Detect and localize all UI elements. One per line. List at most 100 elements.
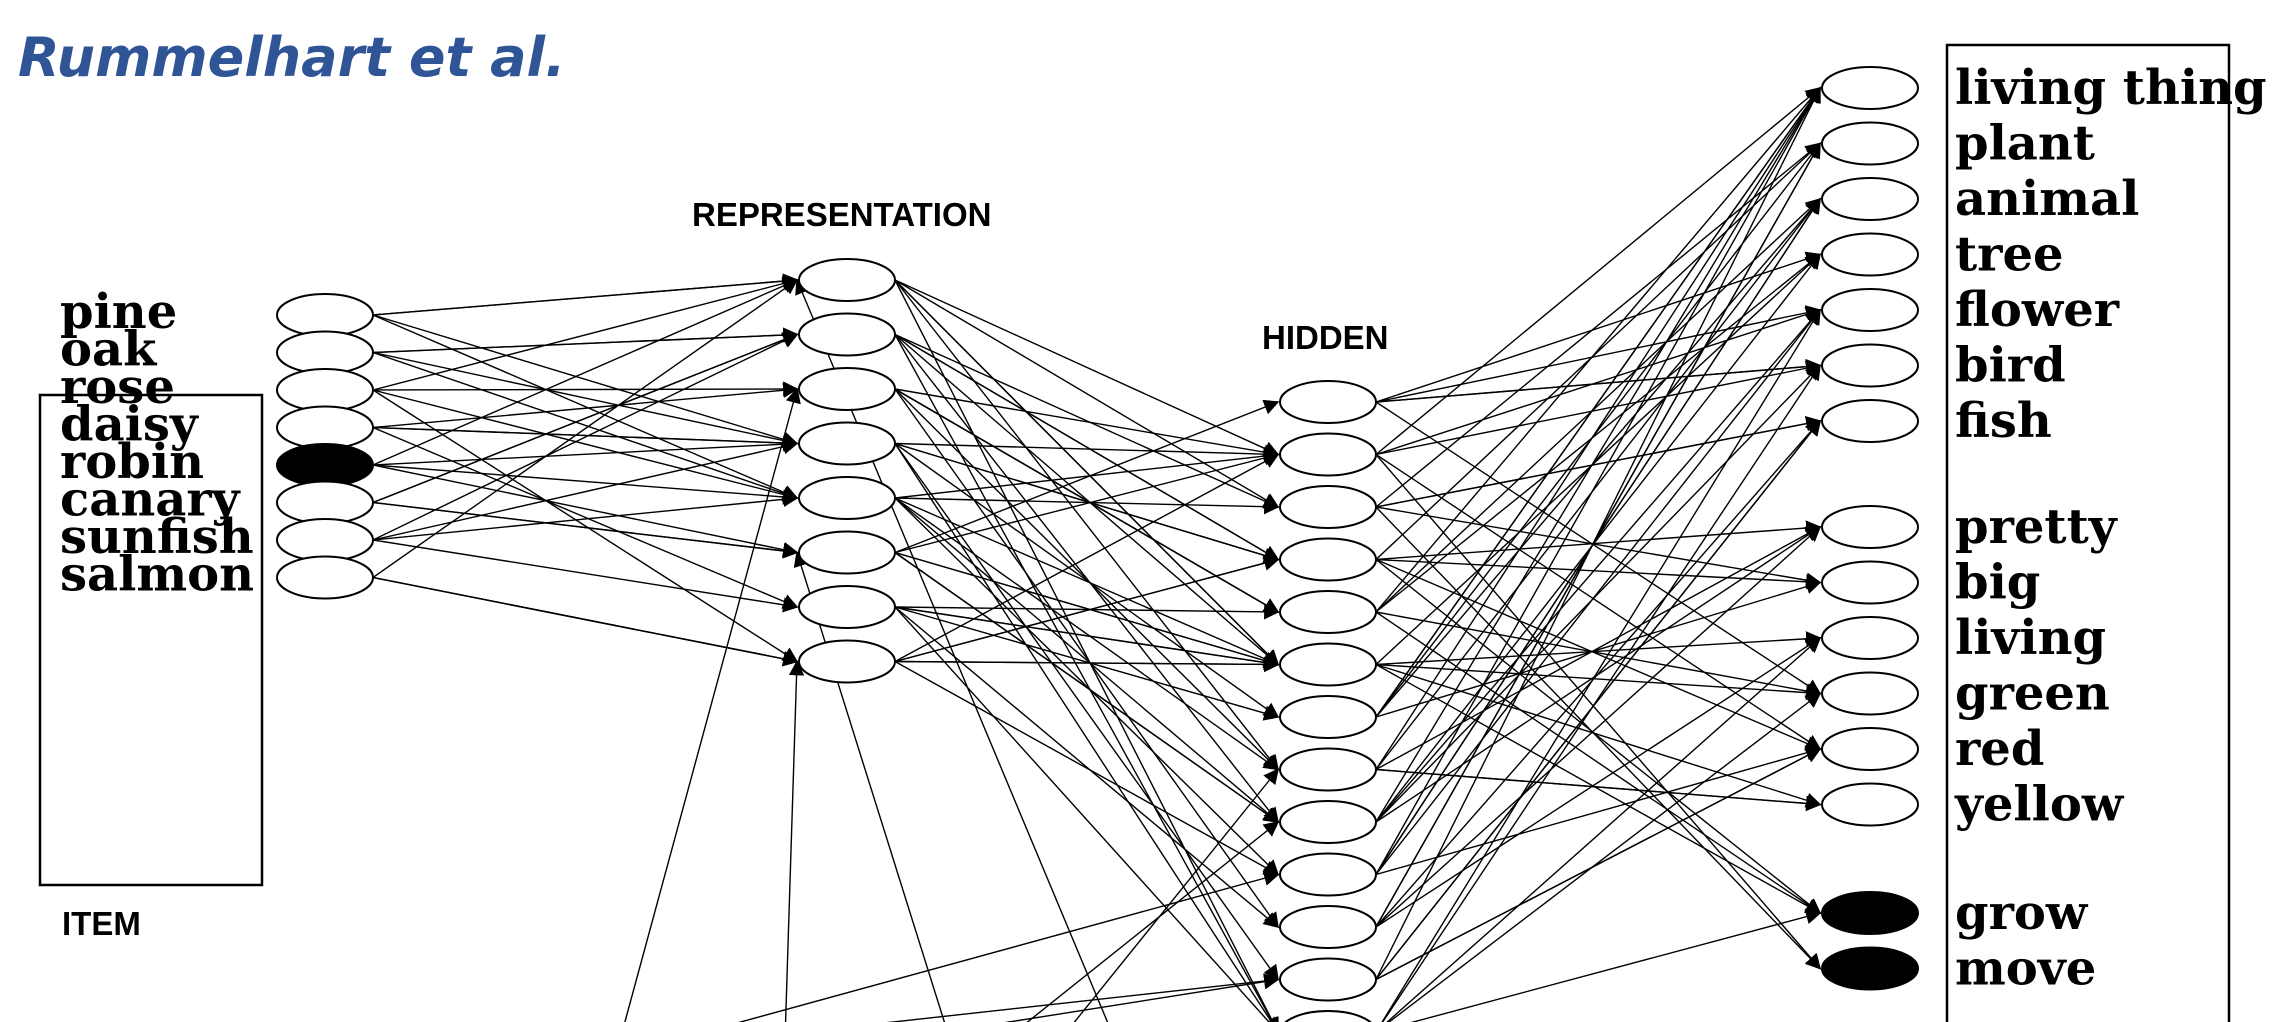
hidden-unit [1279, 747, 1377, 792]
connection-arrow [372, 501, 799, 559]
item-unit-canary [276, 480, 374, 525]
connection-arrow [894, 279, 1279, 771]
connection-arrow [894, 497, 1280, 667]
connection-arrow [894, 453, 1280, 663]
attribute-unit-living-thing [1821, 66, 1919, 110]
item-unit-rose [276, 368, 374, 412]
attribute-unit-bird [1821, 343, 1919, 388]
connection-arrow [372, 276, 799, 391]
item-label: oak [60, 322, 158, 378]
connection-arrow [1375, 663, 1822, 701]
connection-arrow [894, 388, 1280, 613]
attribute-unit-big [1821, 560, 1919, 605]
connection-arrow [1375, 520, 1822, 561]
connection-arrow [894, 333, 1280, 509]
attribute-label: fish [1955, 393, 2052, 449]
connection-arrow [1004, 974, 1280, 1022]
item-unit-robin-active [276, 443, 374, 487]
connection-arrow [1375, 360, 1822, 456]
hidden-unit [1279, 800, 1377, 844]
connection-arrow [894, 388, 1280, 771]
connection-arrow [894, 334, 1279, 1022]
connection-arrow [372, 327, 799, 354]
connection-arrow [1375, 253, 1822, 666]
connection-arrow [894, 279, 1280, 456]
citation-title: Rummelhart et al. [18, 26, 566, 89]
attribute-unit-living [1821, 616, 1919, 660]
connection-arrow [894, 442, 1280, 462]
connection-arrow [1375, 86, 1821, 875]
connection-arrow [1375, 358, 1822, 403]
item-label: rose [60, 359, 175, 415]
attribute-label: grow [1955, 885, 2089, 941]
connection-arrow [894, 606, 1280, 671]
connection-arrow [894, 497, 1280, 876]
attribute-unit-flower [1821, 288, 1919, 332]
connection-arrow [1375, 253, 1821, 823]
connection-arrow [1375, 401, 1822, 695]
attribute-label: flower [1955, 282, 2120, 338]
connection-arrow [1375, 525, 1822, 928]
hidden-unit [1279, 432, 1377, 477]
hidden-unit [1279, 852, 1377, 897]
attribute-unit-green [1821, 671, 1919, 716]
attribute-label: yellow [1954, 777, 2125, 833]
connection-arrow [1375, 86, 1821, 613]
connection-arrow [894, 555, 1280, 663]
hidden-layer-title: HIDDEN [1262, 319, 1389, 356]
item-label: pine [60, 284, 177, 340]
connection-arrow [1375, 308, 1822, 823]
representation-unit [798, 367, 896, 411]
connection-arrow [894, 604, 1280, 620]
connection-arrow [372, 279, 799, 579]
connection-arrow [1375, 86, 1821, 823]
attribute-unit-pretty [1821, 505, 1919, 549]
item-layer-title: ITEM [62, 905, 141, 942]
representation-unit [798, 585, 896, 629]
attribute-label: move [1955, 941, 2096, 997]
connection-arrow [894, 388, 1280, 460]
hidden-unit [1279, 905, 1377, 949]
connection-arrow [1381, 364, 1821, 1022]
connection-arrow [894, 399, 1280, 554]
connection-arrow [1375, 305, 1822, 403]
attribute-unit-tree [1821, 232, 1919, 277]
item-label-box [38, 393, 264, 887]
connection-arrow [1375, 745, 1822, 876]
connection-arrow [1375, 663, 1822, 914]
connection-arrow [1381, 308, 1821, 1022]
attribute-unit-animal [1821, 177, 1919, 221]
connection-arrow [894, 660, 1280, 876]
connection-arrow [372, 381, 799, 397]
connection-arrow [372, 491, 799, 541]
hidden-unit [1279, 537, 1377, 582]
connection-arrow [894, 606, 1280, 1022]
connection-arrow [372, 389, 799, 663]
hidden-unit [1279, 485, 1377, 529]
connection-arrow [1375, 663, 1822, 808]
connection-arrow [1375, 197, 1822, 613]
connection-arrow [1375, 579, 1822, 718]
connection-arrow [894, 443, 1279, 981]
connection-arrow [1387, 692, 1822, 1022]
connection-arrow [1375, 748, 1822, 981]
connection-arrow [1375, 142, 1822, 508]
connection-arrow [894, 279, 1279, 1022]
item-label: robin [60, 434, 204, 490]
attribute-label: pretty [1955, 499, 2119, 555]
attribute-label: big [1955, 555, 2040, 611]
connection-arrow [784, 659, 805, 1022]
representation-layer-title: REPRESENTATION [692, 196, 991, 233]
connection-arrow [1375, 558, 1822, 590]
connection-arrow [372, 436, 799, 466]
hidden-unit [1279, 590, 1377, 634]
connection-arrow [372, 351, 799, 501]
connection-arrow [372, 382, 799, 429]
connection-arrow [1375, 306, 1822, 456]
attribute-label-box [1945, 43, 2231, 1022]
attribute-label: green [1955, 666, 2110, 722]
connection-arrow [372, 439, 799, 541]
hidden-unit [1279, 642, 1377, 687]
hidden-unit [1284, 1010, 1372, 1022]
